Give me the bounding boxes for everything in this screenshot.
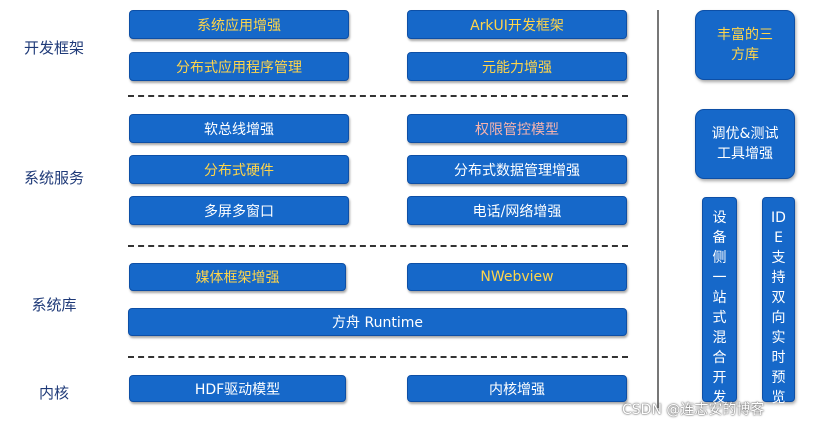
- box-tuning-test-tools: 调优&测试工具增强: [695, 109, 795, 179]
- tools-label: 调优&测试工具增强: [711, 126, 779, 162]
- box-kernel-enhance: 内核增强: [407, 375, 627, 402]
- box-nwebview: NWebview: [407, 263, 627, 291]
- box-distributed-app-management: 分布式应用程序管理: [129, 52, 349, 81]
- device-label: 设备侧一站式混合开发: [712, 210, 727, 406]
- box-ide-realtime-preview: IDE支持双向实时预览: [762, 197, 795, 406]
- separator-libraries-kernel: [128, 356, 628, 358]
- box-ability-enhance: 元能力增强: [407, 52, 627, 81]
- vertical-divider: [657, 10, 659, 408]
- third-party-label: 丰富的三方库: [717, 27, 773, 63]
- box-permission-model: 权限管控模型: [407, 114, 627, 143]
- box-hdf-driver-model: HDF驱动模型: [129, 375, 346, 402]
- box-system-app-enhance: 系统应用增强: [129, 10, 349, 39]
- box-distributed-hardware: 分布式硬件: [129, 155, 349, 184]
- box-media-framework: 媒体框架增强: [129, 263, 346, 291]
- separator-framework-services: [128, 95, 628, 97]
- box-telephony-network: 电话/网络增强: [407, 196, 627, 225]
- layer-label-kernel: 内核: [38, 384, 69, 402]
- watermark: CSDN @连志安的博客: [622, 402, 765, 418]
- box-softbus-enhance: 软总线增强: [129, 114, 349, 143]
- ide-label: IDE支持双向实时预览: [771, 210, 786, 406]
- box-device-one-stop-dev: 设备侧一站式混合开发: [702, 197, 737, 406]
- box-arkui-framework: ArkUI开发框架: [407, 10, 627, 39]
- box-ark-runtime: 方舟 Runtime: [128, 308, 627, 336]
- separator-services-libraries: [128, 245, 628, 247]
- layer-label-libraries: 系统库: [31, 296, 77, 314]
- box-multi-screen-window: 多屏多窗口: [129, 196, 349, 225]
- box-distributed-data-management: 分布式数据管理增强: [407, 155, 627, 184]
- layer-label-services: 系统服务: [23, 169, 84, 187]
- box-third-party-libraries: 丰富的三方库: [695, 10, 795, 80]
- layer-label-framework: 开发框架: [23, 39, 84, 57]
